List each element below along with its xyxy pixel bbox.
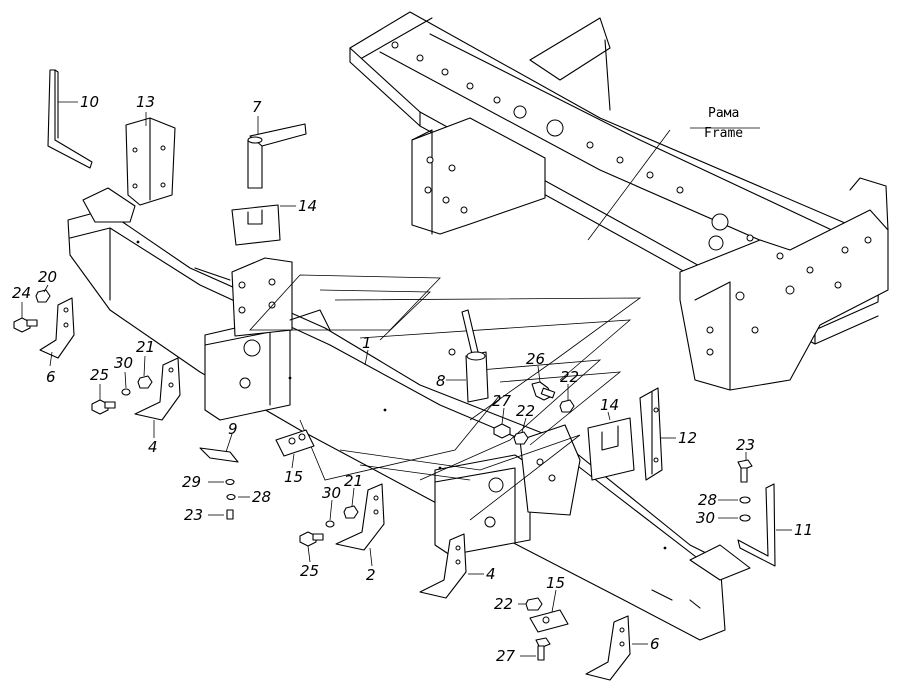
callout-leaders — [21, 101, 792, 657]
callout-25: 25 — [300, 562, 319, 580]
callout-25: 25 — [90, 366, 109, 384]
callout-10: 10 — [80, 93, 99, 111]
part-12-bracket — [639, 387, 663, 481]
part-23-bolt — [226, 509, 234, 520]
callout-26: 26 — [526, 350, 545, 368]
part-14-plate-right — [587, 417, 635, 481]
callout-12: 12 — [678, 429, 697, 447]
frame-label-ru: Рама — [708, 106, 739, 121]
callout-14: 14 — [600, 396, 619, 414]
part-30-washer-left — [121, 388, 131, 396]
callout-8: 8 — [436, 372, 446, 390]
callout-27: 27 — [492, 392, 512, 410]
part-11-bracket — [737, 483, 776, 567]
part-29-washer — [225, 478, 235, 486]
main-crossmember-1 — [67, 187, 751, 641]
part-24-bolt — [13, 317, 38, 333]
part-4-bracket-left — [134, 357, 181, 421]
callout-15: 15 — [546, 574, 565, 592]
callout-6: 6 — [46, 368, 56, 386]
part-10-bracket — [47, 69, 93, 169]
callout-29: 29 — [182, 473, 201, 491]
callout-1: 1 — [362, 334, 372, 352]
callout-22: 22 — [494, 595, 513, 613]
part-21-nut-center — [343, 505, 359, 519]
part-22-nut-lower — [525, 597, 543, 611]
assembly-leader-lines — [249, 127, 760, 521]
part-27-bolt-lower — [535, 637, 551, 661]
part-25-bolt-left — [91, 399, 116, 415]
part-6-bracket-lower — [585, 615, 631, 681]
frame-label-en: Frame — [704, 126, 743, 141]
part-30-washer-center — [325, 520, 335, 528]
part-9-plate — [199, 447, 239, 463]
callout-2: 2 — [366, 566, 376, 584]
callout-23: 23 — [184, 506, 203, 524]
vehicle-frame — [349, 11, 889, 391]
callout-22: 22 — [560, 368, 579, 386]
part-2-bracket — [335, 483, 385, 551]
part-23-bolt-right — [737, 459, 753, 483]
part-25-bolt-center — [299, 531, 324, 547]
callout-30: 30 — [322, 484, 341, 502]
part-28-washer — [226, 493, 236, 501]
callout-30: 30 — [696, 509, 715, 527]
callout-numbers: 10 13 7 14 20 24 6 21 30 25 4 9 29 28 23… — [12, 93, 813, 665]
part-30-washer-right — [739, 514, 751, 522]
part-15-plate-left — [275, 429, 315, 457]
callout-21: 21 — [344, 472, 363, 490]
callout-13: 13 — [136, 93, 155, 111]
callout-28: 28 — [698, 491, 717, 509]
part-15-plate-lower — [529, 609, 569, 633]
part-13-bracket — [125, 117, 176, 206]
callout-30: 30 — [114, 354, 133, 372]
callout-15: 15 — [284, 468, 303, 486]
part-22-nut-upper — [559, 399, 575, 413]
part-26-bolt — [531, 381, 556, 401]
callout-21: 21 — [136, 338, 155, 356]
part-14-plate-left — [231, 204, 281, 246]
callout-27: 27 — [496, 647, 516, 665]
part-4-bracket-lower — [419, 533, 467, 599]
part-6-bracket-left — [39, 297, 75, 359]
part-28-washer-right — [739, 496, 751, 504]
callout-23: 23 — [736, 436, 755, 454]
part-22-nut-center — [513, 431, 529, 445]
callout-22: 22 — [516, 402, 535, 420]
part-21-nut-left — [137, 375, 153, 389]
callout-20: 20 — [38, 268, 57, 286]
callout-7: 7 — [252, 98, 262, 116]
part-20-nut — [35, 289, 51, 303]
callout-4: 4 — [148, 438, 158, 456]
callout-14: 14 — [298, 197, 317, 215]
callout-11: 11 — [794, 521, 813, 539]
callout-28: 28 — [252, 488, 271, 506]
callout-9: 9 — [228, 420, 238, 438]
callout-4: 4 — [486, 565, 496, 583]
part-7-pin — [247, 123, 307, 189]
part-8-pin — [461, 309, 489, 403]
callout-24: 24 — [12, 284, 31, 302]
frame-holes — [391, 41, 872, 356]
callout-6: 6 — [650, 635, 660, 653]
